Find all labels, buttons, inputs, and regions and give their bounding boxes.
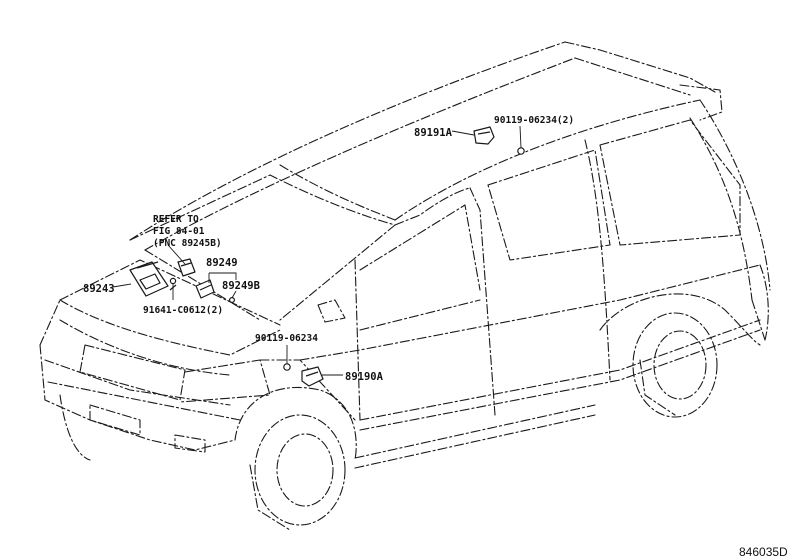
label-refer-line1: REFER TO <box>153 214 199 225</box>
bolt-90119-top[interactable] <box>517 147 525 155</box>
label-89249: 89249 <box>206 257 238 269</box>
ecu-89243[interactable] <box>129 261 169 297</box>
rod-89249b[interactable] <box>229 297 236 304</box>
bolt-90119-mid[interactable] <box>283 363 291 371</box>
link-89249[interactable] <box>195 279 215 299</box>
label-89191a: 89191A <box>414 127 453 139</box>
label-refer-line3: (PNC 89245B) <box>153 238 222 249</box>
leader-lines <box>112 125 522 376</box>
sensor-89191a[interactable] <box>473 126 495 145</box>
label-89190a: 89190A <box>345 371 384 383</box>
vehicle-outline <box>39 41 771 531</box>
figure-code: 846035D <box>739 545 788 559</box>
sensor-89190a[interactable] <box>301 366 324 387</box>
label-refer-line2: FIG 84-01 <box>153 226 205 237</box>
sensor-89245b[interactable] <box>177 258 196 277</box>
label-89243: 89243 <box>83 283 115 295</box>
label-90119-mid: 90119-06234 <box>255 333 318 344</box>
label-89249b: 89249B <box>222 280 260 292</box>
label-90119-top: 90119-06234(2) <box>494 115 574 126</box>
label-91641: 91641-C0612(2) <box>143 305 223 316</box>
